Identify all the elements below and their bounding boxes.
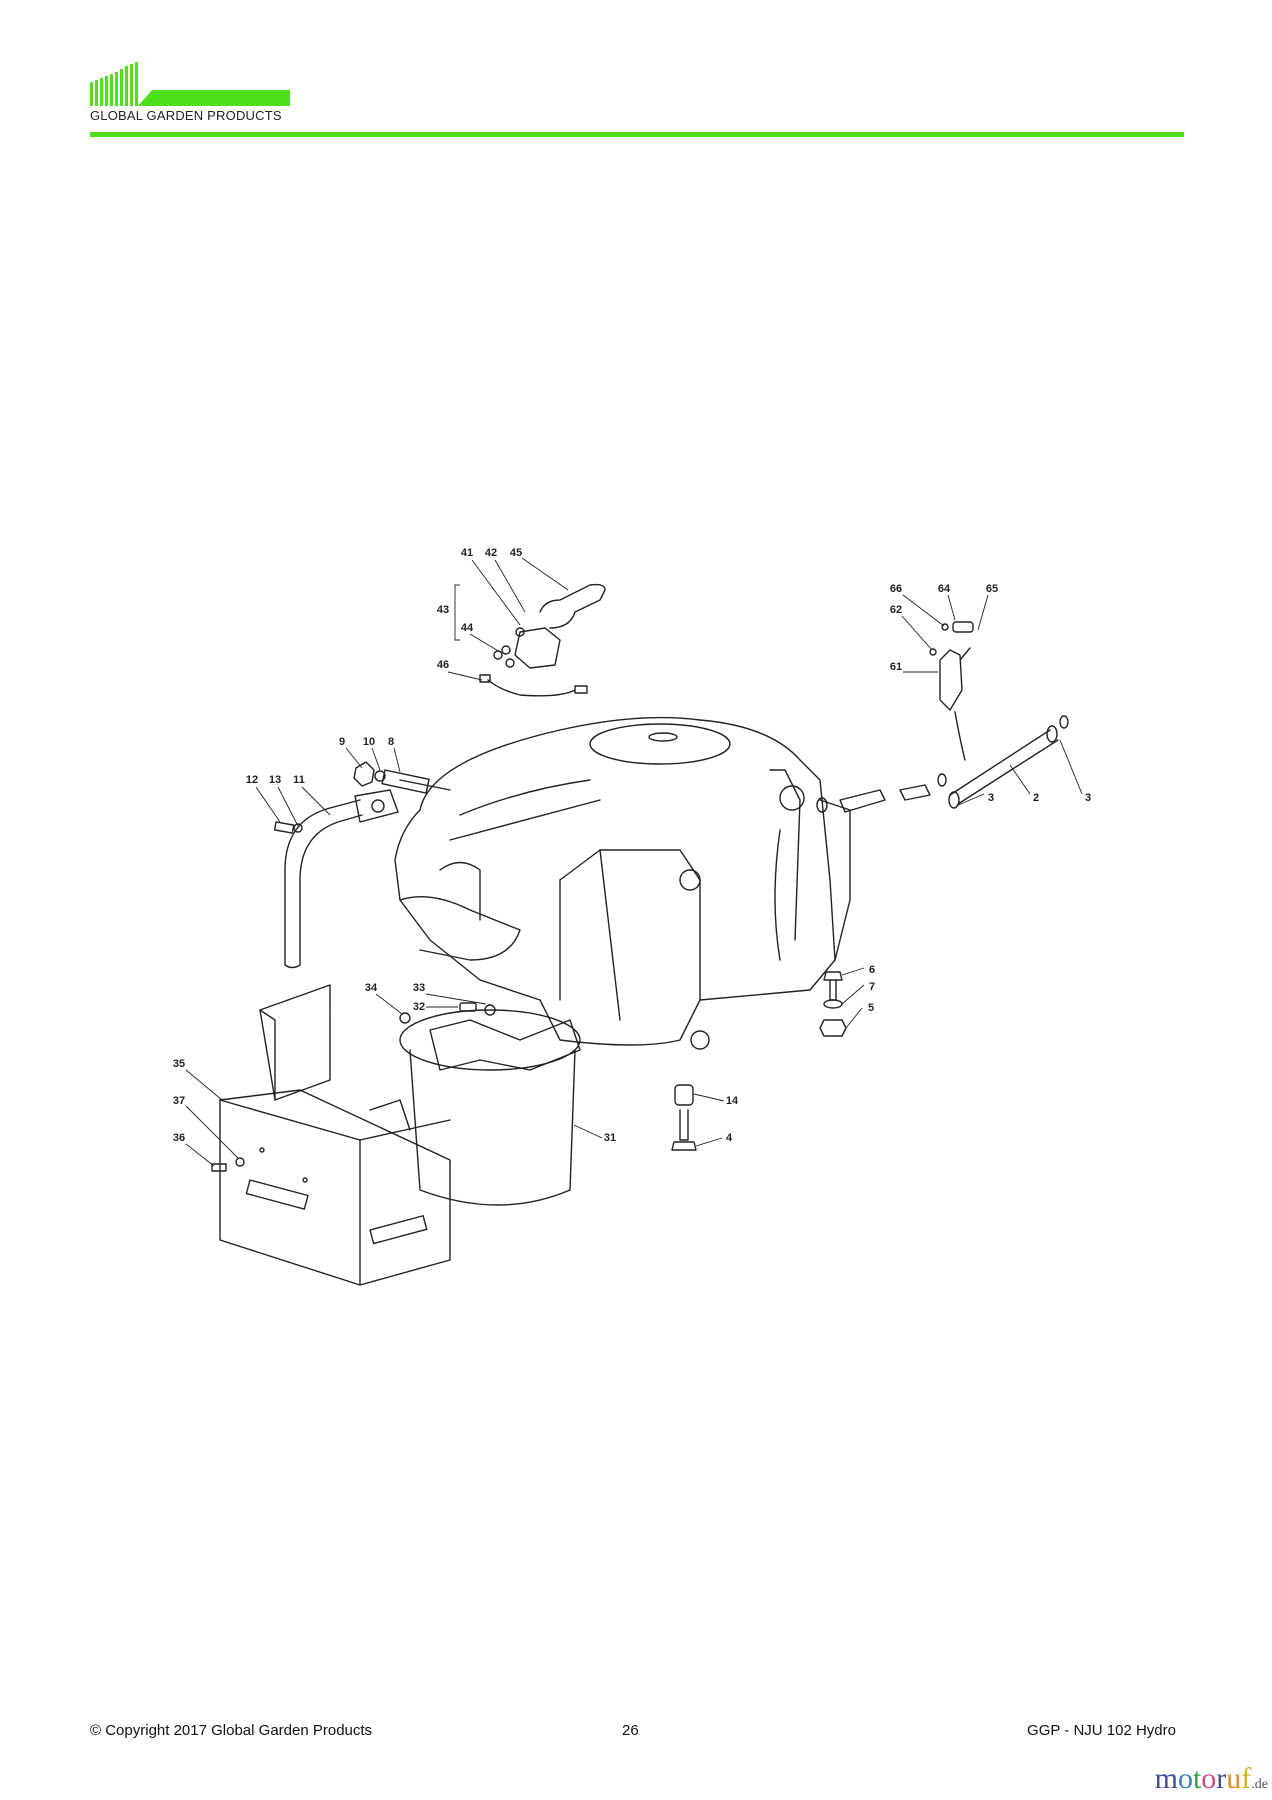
callout-14: 14 xyxy=(725,1095,739,1107)
callout-65: 65 xyxy=(985,583,999,595)
callout-11: 11 xyxy=(293,774,305,786)
callout-64: 64 xyxy=(937,583,951,595)
callout-33: 33 xyxy=(412,982,426,994)
callout-9: 9 xyxy=(338,736,346,748)
wm-letter: r xyxy=(1216,1762,1227,1795)
wm-letter: o xyxy=(1201,1762,1217,1795)
callout-45: 45 xyxy=(509,547,523,559)
callout-12: 12 xyxy=(245,774,259,786)
callout-8: 8 xyxy=(387,736,395,748)
brand-logo xyxy=(90,62,290,128)
model-name: GGP - NJU 102 Hydro xyxy=(1027,1722,1176,1739)
callout-2: 2 xyxy=(1032,792,1040,804)
callout-41: 41 xyxy=(460,547,474,559)
header-divider xyxy=(90,132,1184,137)
callout-34: 34 xyxy=(364,982,378,994)
callout-7: 7 xyxy=(868,981,876,993)
wm-letter: o xyxy=(1177,1762,1193,1795)
motoruf-watermark: motoruf.de xyxy=(1155,1762,1268,1796)
logo-grass-icon xyxy=(90,62,290,106)
callout-42: 42 xyxy=(484,547,498,559)
callout-46: 46 xyxy=(436,659,450,671)
callout-31: 31 xyxy=(603,1132,617,1144)
callout-4: 4 xyxy=(725,1132,733,1144)
callout-37: 37 xyxy=(172,1095,186,1107)
wm-tld: .de xyxy=(1251,1777,1268,1792)
callout-13: 13 xyxy=(268,774,282,786)
wm-letter: m xyxy=(1154,1762,1178,1795)
callout-32: 32 xyxy=(412,1001,426,1013)
wm-letter: f xyxy=(1241,1762,1252,1795)
copyright-text: © Copyright 2017 Global Garden Products xyxy=(90,1722,373,1739)
callout-35: 35 xyxy=(172,1058,186,1070)
callout-36: 36 xyxy=(172,1132,186,1144)
callout-10: 10 xyxy=(362,736,376,748)
callout-44: 44 xyxy=(460,622,474,634)
callout-43: 43 xyxy=(436,604,450,616)
wm-letter: t xyxy=(1192,1762,1202,1795)
wm-letter: u xyxy=(1226,1762,1242,1795)
callout-66: 66 xyxy=(889,583,903,595)
callout-3-right: 3 xyxy=(1084,792,1092,804)
callout-6: 6 xyxy=(868,964,876,976)
callout-5: 5 xyxy=(867,1002,875,1014)
callout-3-left: 3 xyxy=(987,792,995,804)
page-number: 26 xyxy=(622,1722,639,1739)
brand-name: GLOBAL GARDEN PRODUCTS xyxy=(90,108,282,123)
callout-62: 62 xyxy=(889,604,903,616)
callout-61: 61 xyxy=(889,661,903,673)
